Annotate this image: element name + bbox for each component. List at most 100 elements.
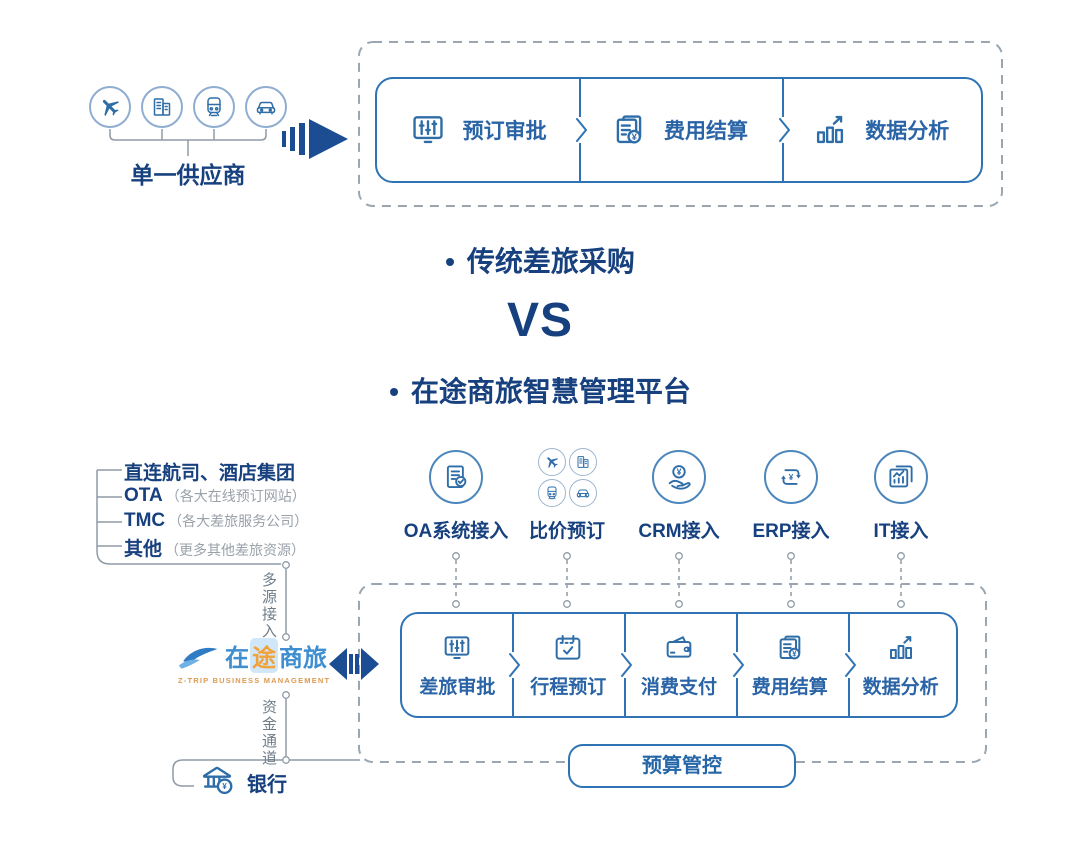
mini-circle-train <box>537 479 566 507</box>
traditional-flow-box: 预订审批 费用结算 数据分析 <box>375 77 983 183</box>
integration-label: 比价预订 <box>528 521 605 542</box>
train-icon <box>544 485 560 501</box>
supplier-circle-hotel <box>141 86 183 128</box>
chevron-right-icon <box>509 653 520 677</box>
integration-erp: ERP接入 <box>726 450 856 543</box>
logo-char-zai: 在 <box>225 645 249 672</box>
mini-circle-car <box>568 479 597 507</box>
source-item-tmc: TMC（各大差旅服务公司） <box>124 510 308 532</box>
chevron-right-icon <box>845 653 856 677</box>
integration-label: ERP接入 <box>752 521 830 542</box>
integration-compare-booking: 比价预订 <box>502 448 632 543</box>
source-name: 直连航司、酒店集团 <box>124 463 296 484</box>
source-item-ota: OTA（各大在线预订网站） <box>124 485 306 507</box>
mini-circle-hotel <box>568 448 597 476</box>
flow-step-payment: 消费支付 <box>624 614 735 716</box>
logo-char-tu: 途 <box>250 638 278 673</box>
travel-approval-sliders-icon <box>441 632 473 664</box>
crm-hand-coin-icon <box>664 462 694 492</box>
integration-label: IT接入 <box>873 521 929 542</box>
integration-oa: OA系统接入 <box>391 450 521 543</box>
supplier-brace <box>109 129 267 156</box>
bank-label: 银行 <box>247 774 287 796</box>
sources-bracket <box>96 469 281 565</box>
source-name: TMC <box>124 510 166 531</box>
platform-title: • 在途商旅智慧管理平台 <box>0 370 1080 410</box>
flow-step-itinerary-booking: 行程预订 <box>513 614 624 716</box>
itinerary-calendar-check-icon <box>552 632 584 664</box>
plane-icon <box>544 454 560 470</box>
payment-wallet-icon <box>663 632 695 664</box>
traditional-dashed-frame <box>358 41 1003 207</box>
bank-icon <box>198 762 236 800</box>
platform-flow-box: 差旅审批 行程预订 消费支付 费用结算 数据分析 <box>400 612 958 718</box>
source-note: （各大差旅服务公司） <box>168 513 309 529</box>
multi-source-access-label: 多源接入 <box>260 572 277 640</box>
mini-circle-plane <box>537 448 566 476</box>
flow-step-label: 费用结算 <box>663 120 748 143</box>
erp-cycle-yen-icon <box>776 462 806 492</box>
traditional-title: • 传统差旅采购 <box>0 240 1080 280</box>
source-item-direct: 直连航司、酒店集团 <box>124 458 298 485</box>
flow-step-label: 差旅审批 <box>419 676 496 698</box>
double-headed-arrow-icon <box>329 648 379 680</box>
integration-drop-lines <box>455 560 902 600</box>
hotel-icon <box>575 454 591 470</box>
vs-label: VS <box>506 294 574 347</box>
swoosh-bird-icon <box>178 647 218 669</box>
flow-step-booking-approval: 预订审批 <box>377 79 578 181</box>
integration-label: OA系统接入 <box>403 521 509 542</box>
supplier-circle-car <box>245 86 287 128</box>
integration-circle <box>652 450 706 504</box>
logo-tagline: Z-TRIP BUSINESS MANAGEMENT <box>178 676 331 685</box>
integration-crm: CRM接入 <box>614 450 744 543</box>
flow-step-data-analysis: 数据分析 <box>845 614 956 716</box>
train-icon <box>202 95 226 119</box>
integration-label: CRM接入 <box>638 521 720 542</box>
funds-channel-label: 资金通道 <box>260 699 277 767</box>
traditional-title-text: 传统差旅采购 <box>466 246 635 277</box>
expense-settlement-doc-icon <box>610 111 648 149</box>
supplier-circle-train <box>193 86 235 128</box>
source-item-other: 其他（更多其他差旅资源） <box>124 534 305 561</box>
source-name: 其他 <box>124 539 163 560</box>
flow-step-label: 数据分析 <box>862 676 939 698</box>
integration-circle <box>429 450 483 504</box>
chevron-right-icon <box>576 118 587 142</box>
node-rings <box>282 552 905 764</box>
bullet-dot: • <box>389 376 399 407</box>
car-icon <box>575 485 591 501</box>
flow-step-label: 数据分析 <box>865 120 950 143</box>
ztrip-logo: 在途商旅 Z-TRIP BUSINESS MANAGEMENT <box>178 638 342 685</box>
flow-step-expense-settlement: 费用结算 <box>734 614 845 716</box>
bank-connector <box>172 759 360 787</box>
source-note: （更多其他差旅资源） <box>165 542 306 558</box>
integration-circle <box>874 450 928 504</box>
hotel-icon <box>150 95 174 119</box>
integration-it: IT接入 <box>836 450 966 543</box>
chevron-right-icon <box>733 653 744 677</box>
flow-step-data-analysis: 数据分析 <box>780 79 981 181</box>
oa-doc-check-icon <box>441 462 471 492</box>
flow-step-expense-settlement: 费用结算 <box>578 79 779 181</box>
integration-circle <box>764 450 818 504</box>
source-note: （各大在线预订网站） <box>165 488 306 504</box>
flow-step-label: 消费支付 <box>640 676 717 698</box>
chevron-right-icon <box>779 118 790 142</box>
plane-icon <box>98 95 122 119</box>
expense-settlement-doc-icon <box>774 632 806 664</box>
platform-title-text: 在途商旅智慧管理平台 <box>410 376 691 407</box>
flow-step-label: 费用结算 <box>751 676 828 698</box>
data-analysis-chart-icon <box>811 111 849 149</box>
striped-right-arrow-icon <box>282 119 348 159</box>
budget-control-box: 预算管控 <box>568 744 796 788</box>
it-chart-stack-icon <box>886 462 916 492</box>
logo-chars-shanglv: 商旅 <box>279 645 327 672</box>
bullet-dot: • <box>445 246 455 277</box>
booking-approval-sliders-icon <box>409 111 447 149</box>
data-analysis-chart-icon <box>885 632 917 664</box>
chevron-right-icon <box>621 653 632 677</box>
flow-step-label: 预订审批 <box>462 120 547 143</box>
